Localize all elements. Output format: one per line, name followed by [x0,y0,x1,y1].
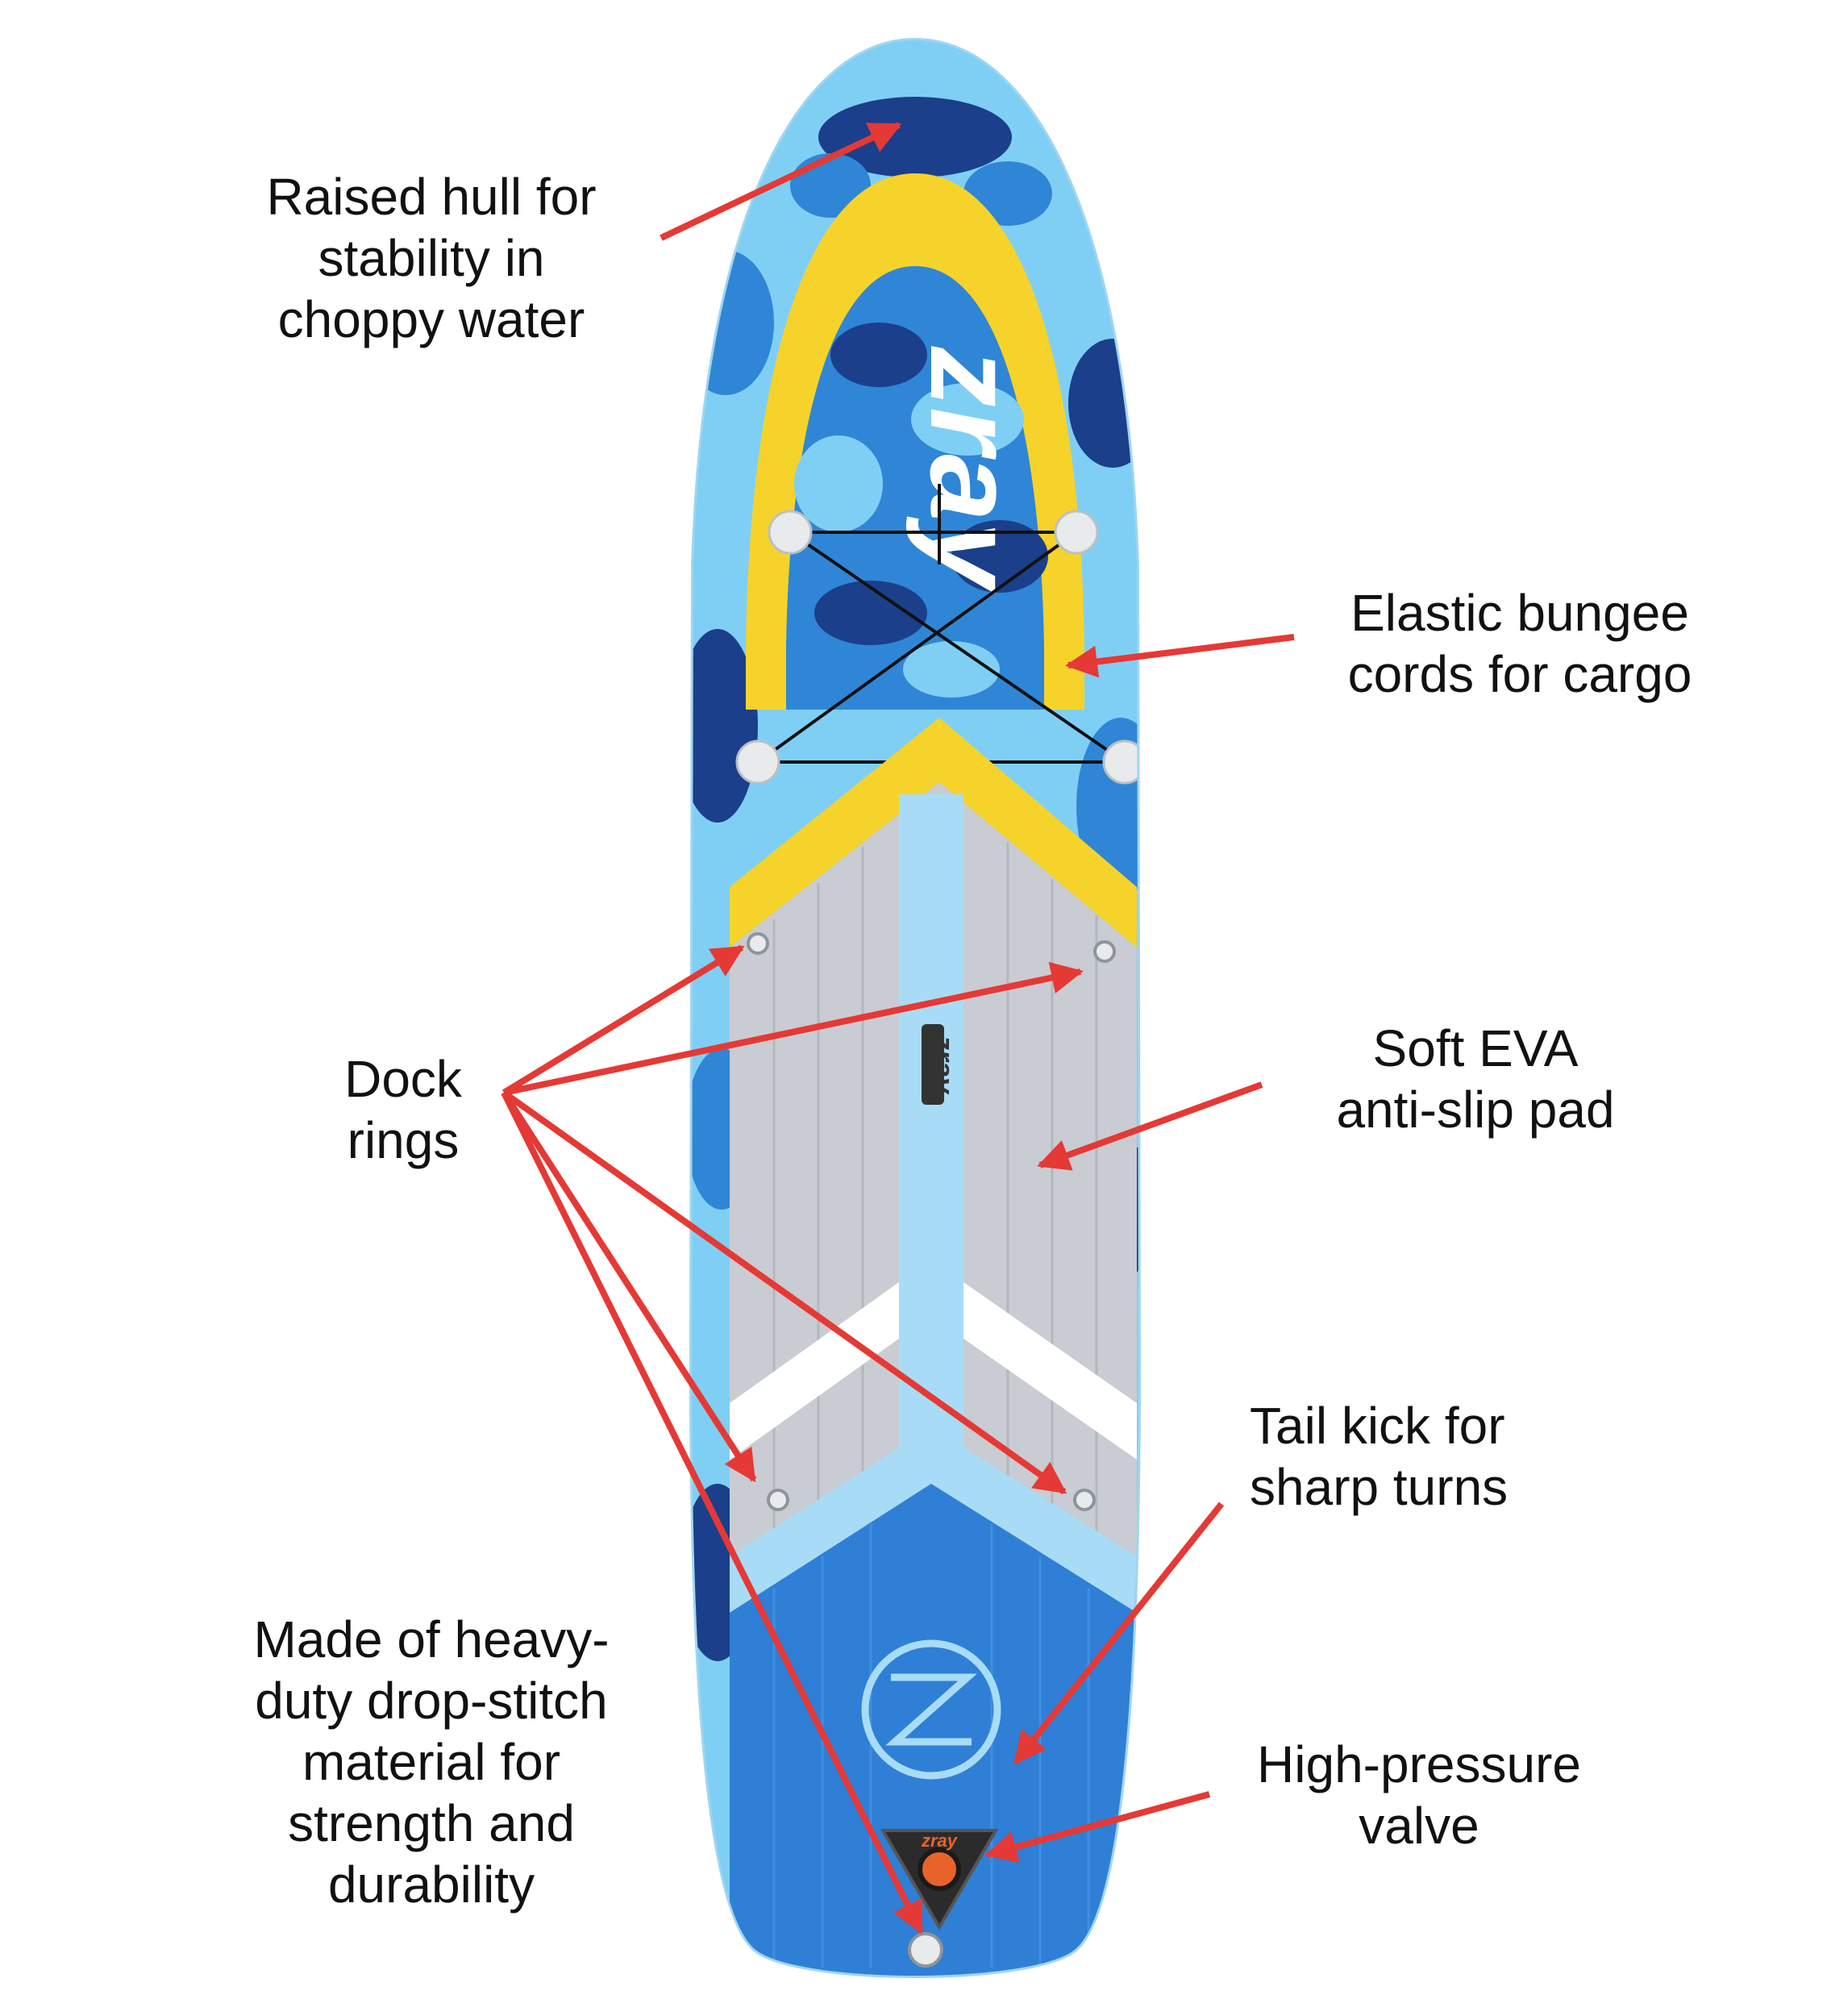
arrow-dock-ring-4 [501,1089,1067,1495]
label-dock-rings: Dock rings [344,1050,462,1169]
annotation-arrows [501,122,1295,1935]
bungee-d-rings [735,510,1138,785]
arrow-raised-hull [660,122,902,241]
arrow-dock-ring-2 [503,961,1084,1096]
dock-rings [747,932,1116,1968]
dock-ring [1093,940,1116,963]
arrow-valve [984,1791,1211,1863]
arrow-dock-ring-1 [501,944,745,1096]
arrow-dock-ring-5 [501,1091,924,1935]
label-material: Made of heavy- duty drop-stitch material… [253,1610,610,1914]
white-chevron [730,1282,1137,1460]
dock-ring [747,932,769,955]
tail-logo-emblem [861,1639,1001,1780]
label-tail-kick: Tail kick for sharp turns [1250,1397,1508,1516]
valve [918,1847,961,1891]
label-raised-hull: Raised hull for stability in choppy wate… [266,168,597,348]
tail-grooves [772,1524,1090,1968]
arrow-dock-ring-3 [501,1090,757,1483]
light-blue-chevron [730,1427,1137,1613]
arrow-tail-kick [1013,1502,1225,1765]
arrow-bungee [1065,634,1295,678]
dock-ring [1073,1489,1096,1511]
arrow-eva-pad [1037,1081,1263,1171]
dock-ring [908,1932,943,1968]
label-valve: High-pressure valve [1257,1735,1581,1855]
brand-logo: zray [905,346,1041,594]
valve-logo: zray [921,1831,959,1851]
pad-handle [922,1024,944,1105]
pad-logo: zray [927,1035,960,1095]
dock-ring [767,1489,789,1511]
tail-section [730,1484,1137,1976]
label-bungee: Elastic bungee cords for cargo [1347,584,1692,703]
yellow-chevron [730,718,1137,948]
label-eva-pad: Soft EVA anti-slip pad [1336,1019,1615,1139]
